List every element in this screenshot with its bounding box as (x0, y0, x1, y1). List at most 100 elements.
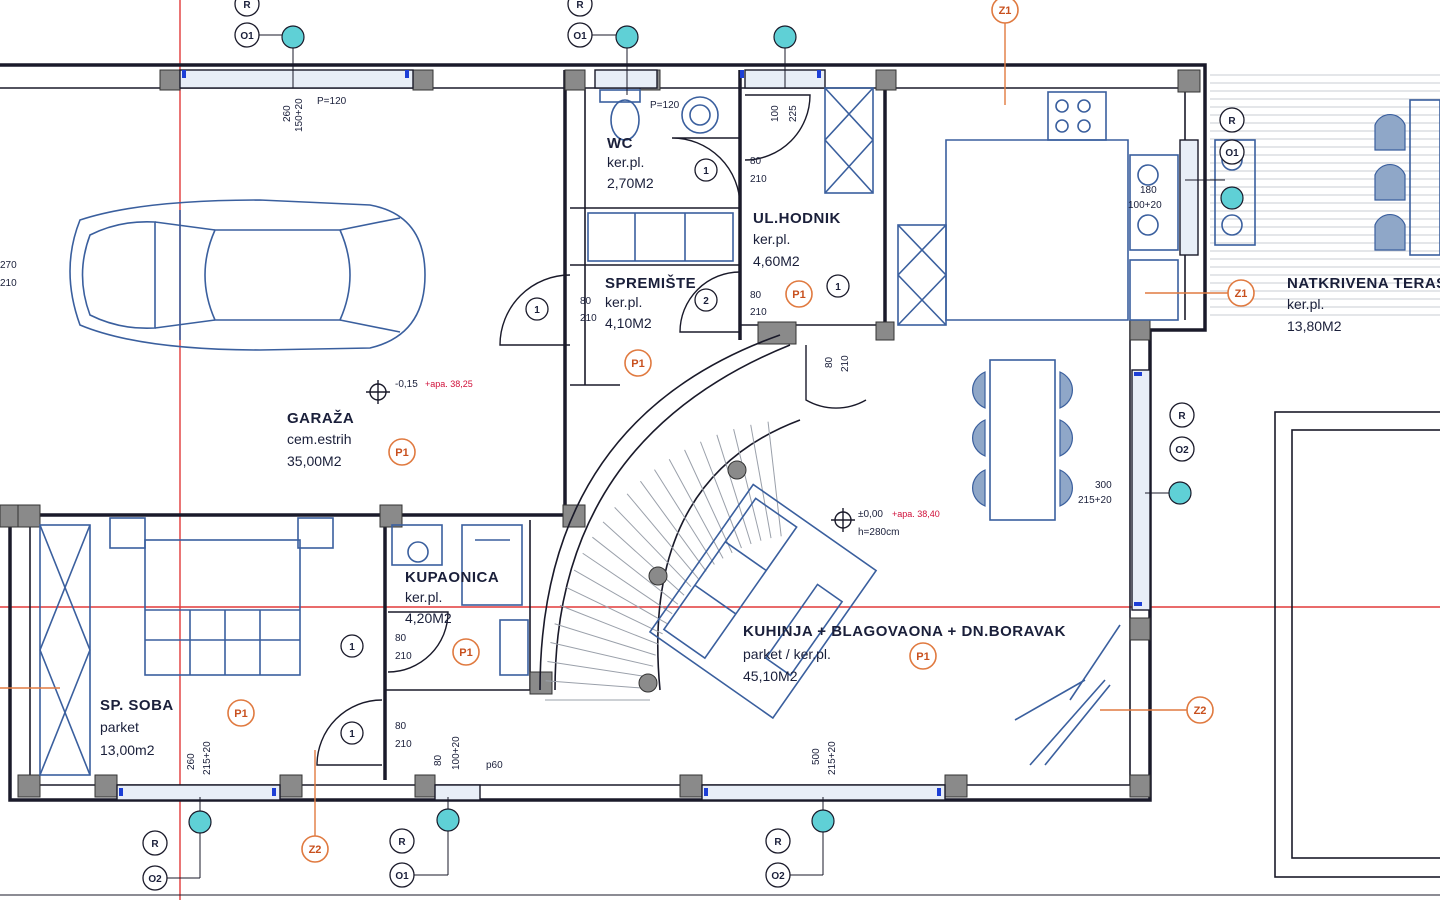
room-label-storage: SPREMIŠTE ker.pl. 4,10M2 (605, 274, 696, 331)
floor-tag: P1 (388, 438, 416, 466)
column (875, 69, 897, 91)
stair-tread (700, 441, 742, 549)
column (279, 774, 303, 798)
column (414, 774, 436, 798)
living-level-note: +apa. 38,40 (892, 509, 940, 519)
column (94, 774, 118, 798)
garage-area: 35,00M2 (287, 453, 342, 469)
room-label-bedroom: SP. SOBA parket 13,00m2 (100, 697, 173, 758)
stair-post (727, 460, 747, 480)
window-id-top-hall (773, 25, 797, 88)
dimension-labels: 260 150+20 P=120 P=120 100 225 80 210 80… (0, 96, 1162, 775)
car-illustration (69, 199, 426, 351)
window-id-bottom-bedroom: R O2 (142, 797, 212, 891)
z1-tag: Z1 (991, 0, 1019, 24)
door-tags: 1 1 2 1 1 1 (340, 158, 850, 745)
column (529, 671, 553, 695)
storage-area: 4,10M2 (605, 315, 652, 331)
column (1129, 617, 1151, 641)
level-marker-living: ±0,00 +apa. 38,40 h=280cm (831, 508, 940, 538)
door-tag: 1 (525, 297, 549, 321)
garage-level-note: +apa. 38,25 (425, 379, 473, 389)
column (0, 504, 21, 528)
z2-tag: Z2 (1186, 696, 1214, 724)
room-label-garage: GARAŽA cem.estrih 35,00M2 (287, 409, 354, 469)
dim: 80 (395, 633, 407, 644)
windows (116, 69, 1199, 801)
room-label-living: KUHINJA + BLAGOVAONA + DN.BORAVAK parket… (743, 623, 1066, 684)
bedroom-floor: parket (100, 719, 139, 735)
svg-text:1: 1 (534, 305, 540, 316)
room-label-bathroom: KUPAONICA ker.pl. 4,20M2 (405, 569, 499, 626)
svg-text:2: 2 (703, 296, 709, 307)
window-id-bottom-living: R O2 (765, 797, 835, 888)
stair-tread (733, 429, 762, 541)
dim: 180 (1140, 185, 1157, 196)
window-terrace (1179, 139, 1199, 256)
level-marker-garage: -0,15 +apa. 38,25 (366, 379, 473, 404)
dim: 100+20 (451, 736, 462, 770)
sink (1129, 154, 1179, 251)
wc-floor: ker.pl. (607, 154, 644, 170)
shower (499, 619, 529, 676)
dining-table (972, 359, 1073, 521)
window-id-top-wc: R O1 (567, 0, 639, 95)
terrace-name: NATKRIVENA TERASA (1287, 275, 1440, 292)
svg-text:1: 1 (349, 729, 355, 740)
svg-text:O1: O1 (240, 31, 254, 42)
window-id-top-left: R O1 (234, 0, 305, 88)
dim: 260 (282, 105, 293, 122)
svg-text:O1: O1 (1225, 148, 1239, 159)
dim: 80 (824, 356, 835, 368)
chairs (972, 371, 1073, 507)
door-wc (671, 137, 741, 207)
column (1177, 69, 1201, 93)
svg-text:O1: O1 (573, 31, 587, 42)
svg-text:O1: O1 (395, 871, 409, 882)
dim: 80 (395, 721, 407, 732)
stair-ramp (1014, 624, 1121, 766)
stair-tread (626, 493, 699, 580)
column (757, 321, 797, 345)
terrace-area: 13,80M2 (1287, 318, 1342, 334)
stair-tread (573, 569, 668, 624)
svg-text:P1: P1 (631, 358, 644, 370)
wc-fixtures (599, 89, 719, 141)
stair-tread (668, 458, 724, 559)
living-name: KUHINJA + BLAGOVAONA + DN.BORAVAK (743, 623, 1066, 640)
column (944, 774, 968, 798)
stair-tread (602, 521, 685, 596)
dim: 210 (395, 651, 412, 662)
floor-tag: P1 (227, 699, 255, 727)
floor-tag: P1 (785, 280, 813, 308)
nightstand (297, 517, 334, 549)
dim: 80 (750, 156, 762, 167)
bathroom-name: KUPAONICA (405, 569, 499, 586)
dim: 210 (580, 313, 597, 324)
window-garage-north (179, 69, 414, 89)
stair-post (648, 566, 668, 586)
svg-text:1: 1 (835, 282, 841, 293)
dim: 80 (433, 754, 444, 766)
garage-level: -0,15 (395, 379, 418, 390)
z1-tag: Z1 (1227, 279, 1255, 307)
dim: 215+20 (202, 741, 213, 775)
dim: P=120 (650, 100, 680, 111)
window-id-bottom-bath: R O1 (389, 797, 460, 888)
door-bedroom (316, 699, 383, 766)
svg-text:Z2: Z2 (1194, 705, 1207, 717)
pool-outline (1274, 411, 1440, 878)
column (159, 69, 181, 91)
dim: 300 (1095, 480, 1112, 491)
terrace-floor: ker.pl. (1287, 296, 1324, 312)
column (412, 69, 434, 91)
svg-text:Z1: Z1 (999, 5, 1012, 17)
living-level: ±0,00 (858, 509, 883, 520)
svg-text:P1: P1 (792, 289, 805, 301)
door-tag: 1 (694, 158, 718, 182)
svg-text:R: R (576, 0, 584, 11)
stair-tread (684, 449, 733, 554)
window-bath-south (434, 784, 481, 801)
floor-tags: P1 P1 P1 P1 P1 P1 (227, 280, 937, 727)
